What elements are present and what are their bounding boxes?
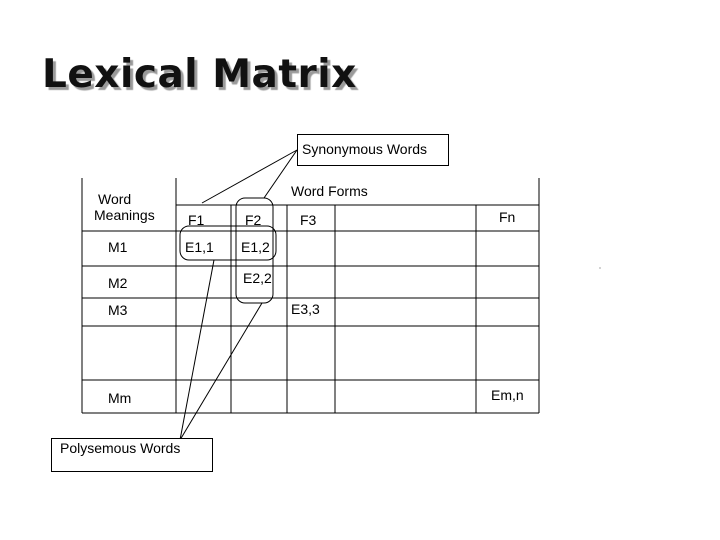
page-title: Lexical Matrix xyxy=(42,52,357,97)
polysemous-words-label: Polysemous Words xyxy=(60,440,181,456)
matrix-entry: E1,1 xyxy=(185,239,214,255)
matrix-entry: Em,n xyxy=(491,387,524,403)
polysemy-row-highlight xyxy=(179,225,277,261)
synonym-pointer xyxy=(263,149,298,199)
meaning-row-m2: M2 xyxy=(108,275,128,291)
form-header-f1: F1 xyxy=(188,212,205,228)
matrix-entry: E1,2 xyxy=(241,239,270,255)
form-header-fn: Fn xyxy=(499,209,516,225)
polysemous-words-callout xyxy=(51,438,213,472)
matrix-entry: E2,2 xyxy=(243,270,272,286)
synonymous-words-label: Synonymous Words xyxy=(302,141,428,157)
synonym-column-highlight xyxy=(235,197,274,304)
polysemy-pointer xyxy=(179,259,215,441)
synonymous-words-callout xyxy=(297,134,449,166)
synonym-pointer xyxy=(201,149,298,204)
matrix-entry: E3,3 xyxy=(291,301,320,317)
meaning-row-m1: M1 xyxy=(108,239,128,255)
form-header-f2: F2 xyxy=(245,212,262,228)
meaning-row-m3: M3 xyxy=(108,302,128,318)
polysemy-pointer xyxy=(179,302,263,441)
meaning-row-mm: Mm xyxy=(108,390,132,406)
form-header-f3: F3 xyxy=(300,212,317,228)
word-meanings-header-line2: Meanings xyxy=(94,207,155,223)
word-forms-header: Word Forms xyxy=(291,183,368,199)
word-meanings-header-line1: Word xyxy=(98,191,132,207)
speck-dot xyxy=(599,267,601,269)
